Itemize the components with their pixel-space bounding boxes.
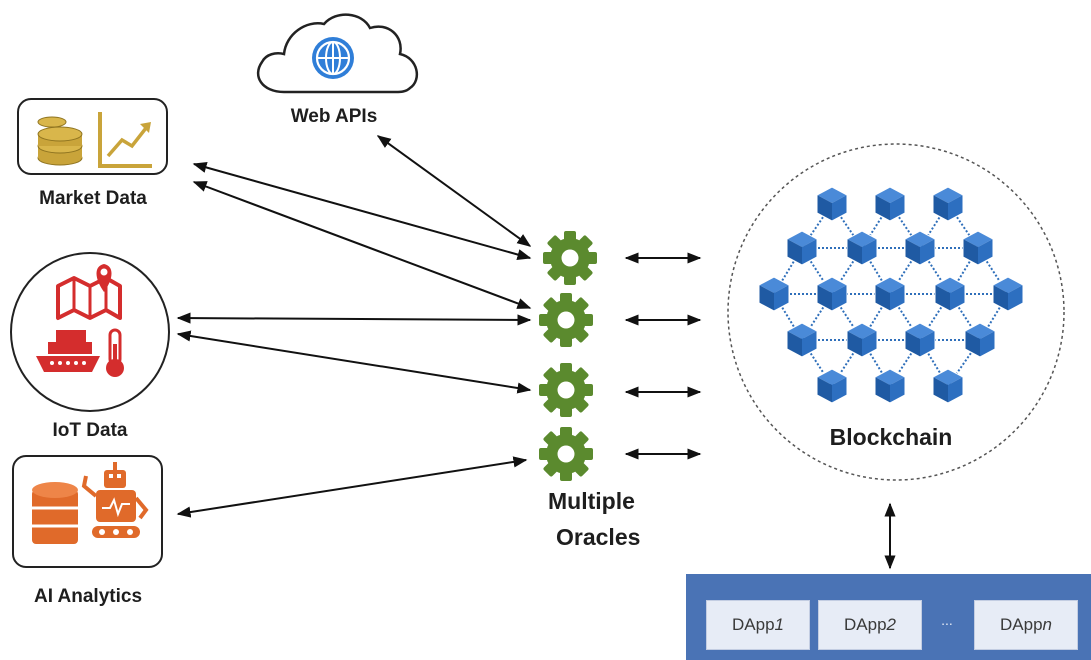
block-icon [786,230,818,266]
web-apis-cloud-icon [256,13,419,94]
dapp-n-base: DApp [1000,615,1043,634]
block-icon [932,186,964,222]
block-icon [846,230,878,266]
arrow-ai-oracle4 [176,456,528,518]
dapp-1-index: 1 [774,615,784,634]
market-data-box [17,98,168,175]
block-icon [874,368,906,404]
block-icon [992,276,1024,312]
block-icon [904,322,936,358]
ai-analytics-box [12,455,163,568]
arrow-iot-oracle2 [176,312,532,326]
gear-icon [539,293,593,347]
blockchain-boundary [727,143,1065,481]
block-icon [962,230,994,266]
iot-data-label: IoT Data [52,420,128,441]
block-icon [874,186,906,222]
block-icon [932,368,964,404]
coins-icon [37,116,83,166]
dapp-n-index: n [1042,615,1052,634]
market-data-label: Market Data [39,188,147,209]
globe-icon [312,37,354,79]
block-icon [816,276,848,312]
blockchain-network [758,186,1024,404]
block-icon [934,276,966,312]
connection-arrows [176,135,896,570]
oracle-gears [539,231,597,481]
oracles-label-line1: Multiple [548,488,635,514]
block-icon [846,322,878,358]
arrow-webapi-oracle1 [376,135,532,247]
robot-icon [81,462,149,538]
block-icon [786,322,818,358]
blockchain-label: Blockchain [829,424,953,450]
database-icon [32,482,78,544]
block-icon [758,276,790,312]
oracles-label-line2: Oracles [556,524,641,550]
arrow-iot-oracle3 [176,330,532,394]
arrow-market-oracle2 [192,181,532,309]
ai-analytics-label: AI Analytics [33,586,143,607]
growth-chart-icon [98,112,152,168]
gear-icon [539,363,593,417]
dapp-2-base: DApp [844,615,887,634]
block-icon [816,368,848,404]
block-icon [874,276,906,312]
dapp-ellipsis: ... [941,612,953,628]
arrow-market-oracle1 [192,162,532,260]
gear-icon [539,427,593,481]
gear-icon [543,231,597,285]
web-apis-label: Web APIs [290,106,378,127]
dapp-2-index: 2 [886,615,896,634]
block-icon [904,230,936,266]
iot-data-circle [10,252,170,412]
block-icon [816,186,848,222]
block-icon [964,322,996,358]
dapp-1-base: DApp [732,615,775,634]
